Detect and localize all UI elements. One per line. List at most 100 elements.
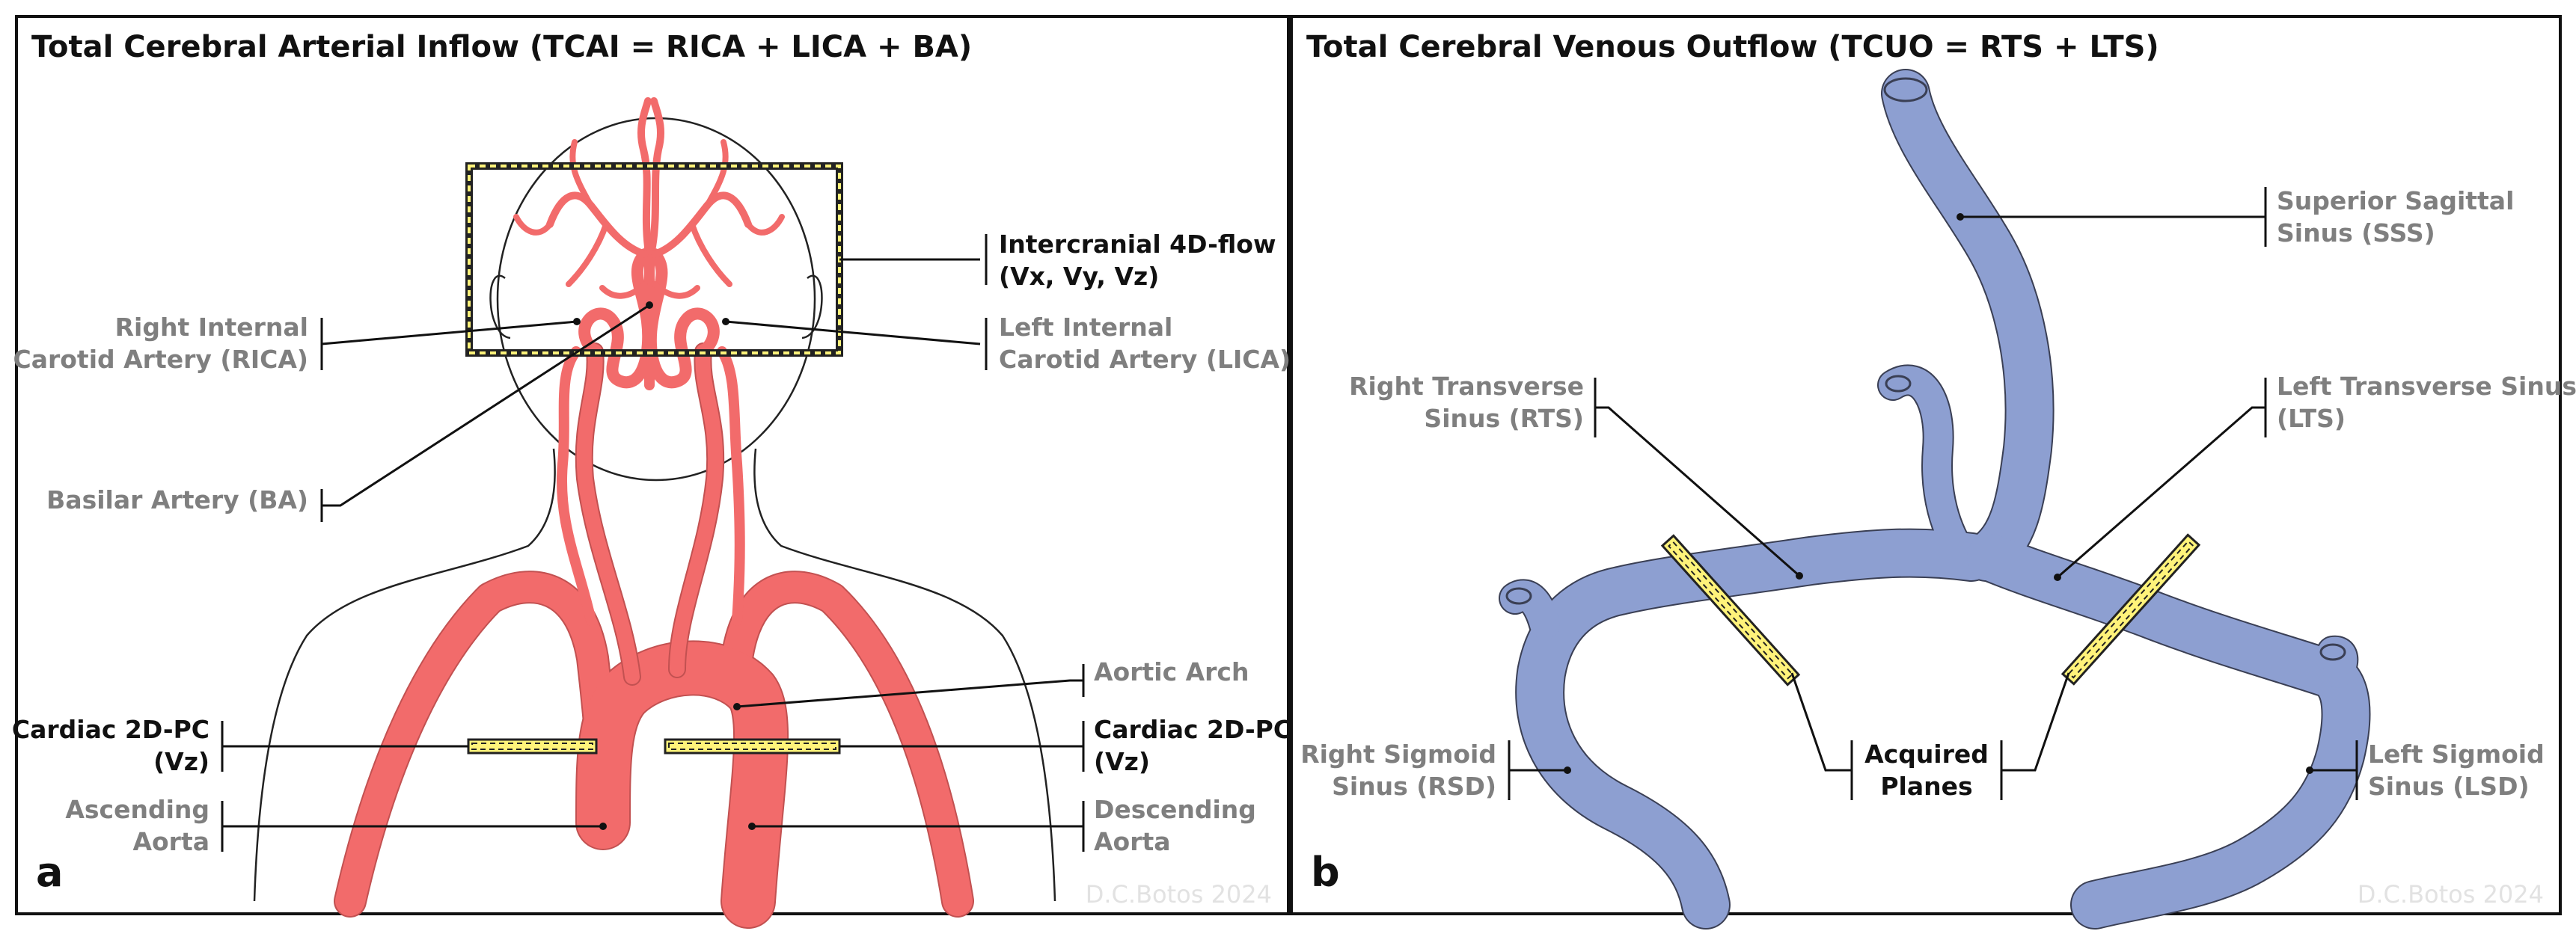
right-vertebral xyxy=(557,346,596,626)
label-rsd-1: Right Sigmoid xyxy=(1300,740,1496,769)
sss-dot xyxy=(1957,213,1964,221)
panel-b: Total Cerebral Venous Outflow (TCUO = RT… xyxy=(1290,15,2576,930)
label-intercranial-1: Intercranial 4D-flow xyxy=(999,230,1276,259)
arch-leader xyxy=(736,679,1083,708)
left-transverse-sigmoid-sinus xyxy=(1967,534,2370,928)
label-ascending-2: Aorta xyxy=(132,827,209,856)
cardiac-plane-descending xyxy=(664,738,841,755)
left-stub-open-end xyxy=(2319,643,2346,661)
label-acquired-1: Acquired xyxy=(1864,740,1989,769)
acq-leader-right xyxy=(1790,672,1852,772)
panel-b-labels: Superior Sagittal Sinus (SSS) Right Tran… xyxy=(1300,186,2576,801)
lica-siphon xyxy=(644,248,720,389)
label-lsd-2: Sinus (LSD) xyxy=(2368,772,2530,801)
rts-leader xyxy=(1595,406,1800,577)
right-transverse-sigmoid-sinus xyxy=(1517,529,1995,928)
label-ascending-1: Ascending xyxy=(65,795,209,824)
right-pca xyxy=(599,281,648,299)
panel-a: Total Cerebral Arterial Inflow (TCAI = R… xyxy=(12,15,1291,929)
cardiac-planes xyxy=(467,738,841,755)
panel-b-title: Total Cerebral Venous Outflow (TCUO = RT… xyxy=(1306,30,2159,64)
right-stub-open-end xyxy=(1505,587,1532,605)
label-rsd-2: Sinus (RSD) xyxy=(1332,772,1496,801)
panel-b-letter: b xyxy=(1311,849,1340,896)
label-rts-2: Sinus (RTS) xyxy=(1424,404,1584,433)
label-cardiac-left-2: (Vz) xyxy=(153,747,209,776)
ascending-dot xyxy=(599,823,607,830)
label-lts-2: (LTS) xyxy=(2277,404,2346,433)
label-sss-1: Superior Sagittal xyxy=(2277,186,2514,215)
acquired-plane-left-bar xyxy=(2061,533,2201,686)
label-cardiac-left-1: Cardiac 2D-PC xyxy=(12,715,209,744)
panel-a-watermark: D.C.Botos 2024 xyxy=(1086,880,1272,909)
left-mca-branch-1 xyxy=(704,139,729,209)
panel-a-leaders xyxy=(221,234,1085,852)
right-common-carotid xyxy=(576,344,640,684)
right-shoulder xyxy=(253,448,556,902)
aortic-arch xyxy=(577,642,788,927)
superior-sagittal-sinus xyxy=(1882,70,2053,580)
left-subclavian xyxy=(722,572,973,916)
rica-siphon xyxy=(578,248,655,389)
straight-sinus xyxy=(1879,366,1978,571)
left-aca xyxy=(649,97,664,251)
label-lsd-1: Left Sigmoid xyxy=(2368,740,2545,769)
panel-a-title: Total Cerebral Arterial Inflow (TCAI = R… xyxy=(31,30,972,64)
label-sss-2: Sinus (SSS) xyxy=(2277,218,2435,248)
right-mca-branch-2 xyxy=(513,214,553,236)
label-descending-2: Aorta xyxy=(1094,827,1171,856)
right-ear xyxy=(489,274,511,339)
label-rica-1: Right Internal xyxy=(115,313,308,342)
lts-dot xyxy=(2054,574,2061,581)
panel-a-frame xyxy=(15,15,1290,915)
label-lts-1: Left Transverse Sinus xyxy=(2277,372,2576,401)
label-descending-1: Descending xyxy=(1094,795,1256,824)
acquired-plane-left xyxy=(2061,533,2201,686)
label-acquired-2: Planes xyxy=(1880,772,1972,801)
left-shoulder xyxy=(753,448,1056,902)
venous-sinuses xyxy=(1499,69,2371,930)
left-mca-branch-3 xyxy=(689,221,732,287)
rsd-dot xyxy=(1564,766,1571,774)
lica-leader xyxy=(725,320,981,345)
right-aca xyxy=(637,97,652,251)
descending-dot xyxy=(748,823,756,830)
right-mca-branch-1 xyxy=(569,139,594,209)
label-intercranial-2: (Vx, Vy, Vz) xyxy=(999,262,1159,291)
label-cardiac-right-2: (Vz) xyxy=(1094,747,1150,776)
acquired-plane-right-pattern xyxy=(1667,541,1794,680)
cardiac-plane-ascending xyxy=(467,738,598,755)
rts-dot xyxy=(1796,572,1803,580)
sss-open-end xyxy=(1883,77,1928,102)
label-rts-1: Right Transverse xyxy=(1349,372,1584,401)
label-rica-2: Carotid Artery (RICA) xyxy=(13,345,309,374)
acq-leader-left xyxy=(2001,672,2070,772)
rica-dot xyxy=(573,318,581,325)
lica-dot xyxy=(722,318,729,325)
left-mca-branch-2 xyxy=(745,214,785,236)
cardiac-plane-descending-pattern xyxy=(668,743,836,750)
left-pca xyxy=(652,281,700,299)
lts-leader xyxy=(2057,406,2266,579)
right-mca-branch-3 xyxy=(566,221,609,287)
label-ba: Basilar Artery (BA) xyxy=(46,485,308,514)
straight-sinus-open-end xyxy=(1885,375,1912,393)
arch-dot xyxy=(733,703,741,710)
left-vertebral xyxy=(717,346,745,626)
label-lica-1: Left Internal xyxy=(999,313,1172,342)
lsd-dot xyxy=(2306,766,2313,774)
panel-a-letter: a xyxy=(36,849,63,896)
label-aortic-arch: Aortic Arch xyxy=(1094,657,1249,686)
left-common-carotid xyxy=(670,344,723,677)
panel-b-leaders xyxy=(1508,187,2358,800)
ba-leader xyxy=(322,304,650,507)
label-cardiac-right-1: Cardiac 2D-PC xyxy=(1094,715,1291,744)
rica-leader xyxy=(321,320,578,345)
arteries xyxy=(334,97,974,929)
acquired-plane-left-pattern xyxy=(2067,540,2194,679)
left-ear xyxy=(801,274,823,339)
panel-b-watermark: D.C.Botos 2024 xyxy=(2358,880,2544,909)
panel-a-labels: Intercranial 4D-flow (Vx, Vy, Vz) Right … xyxy=(12,230,1291,856)
label-lica-2: Carotid Artery (LICA) xyxy=(999,345,1291,374)
